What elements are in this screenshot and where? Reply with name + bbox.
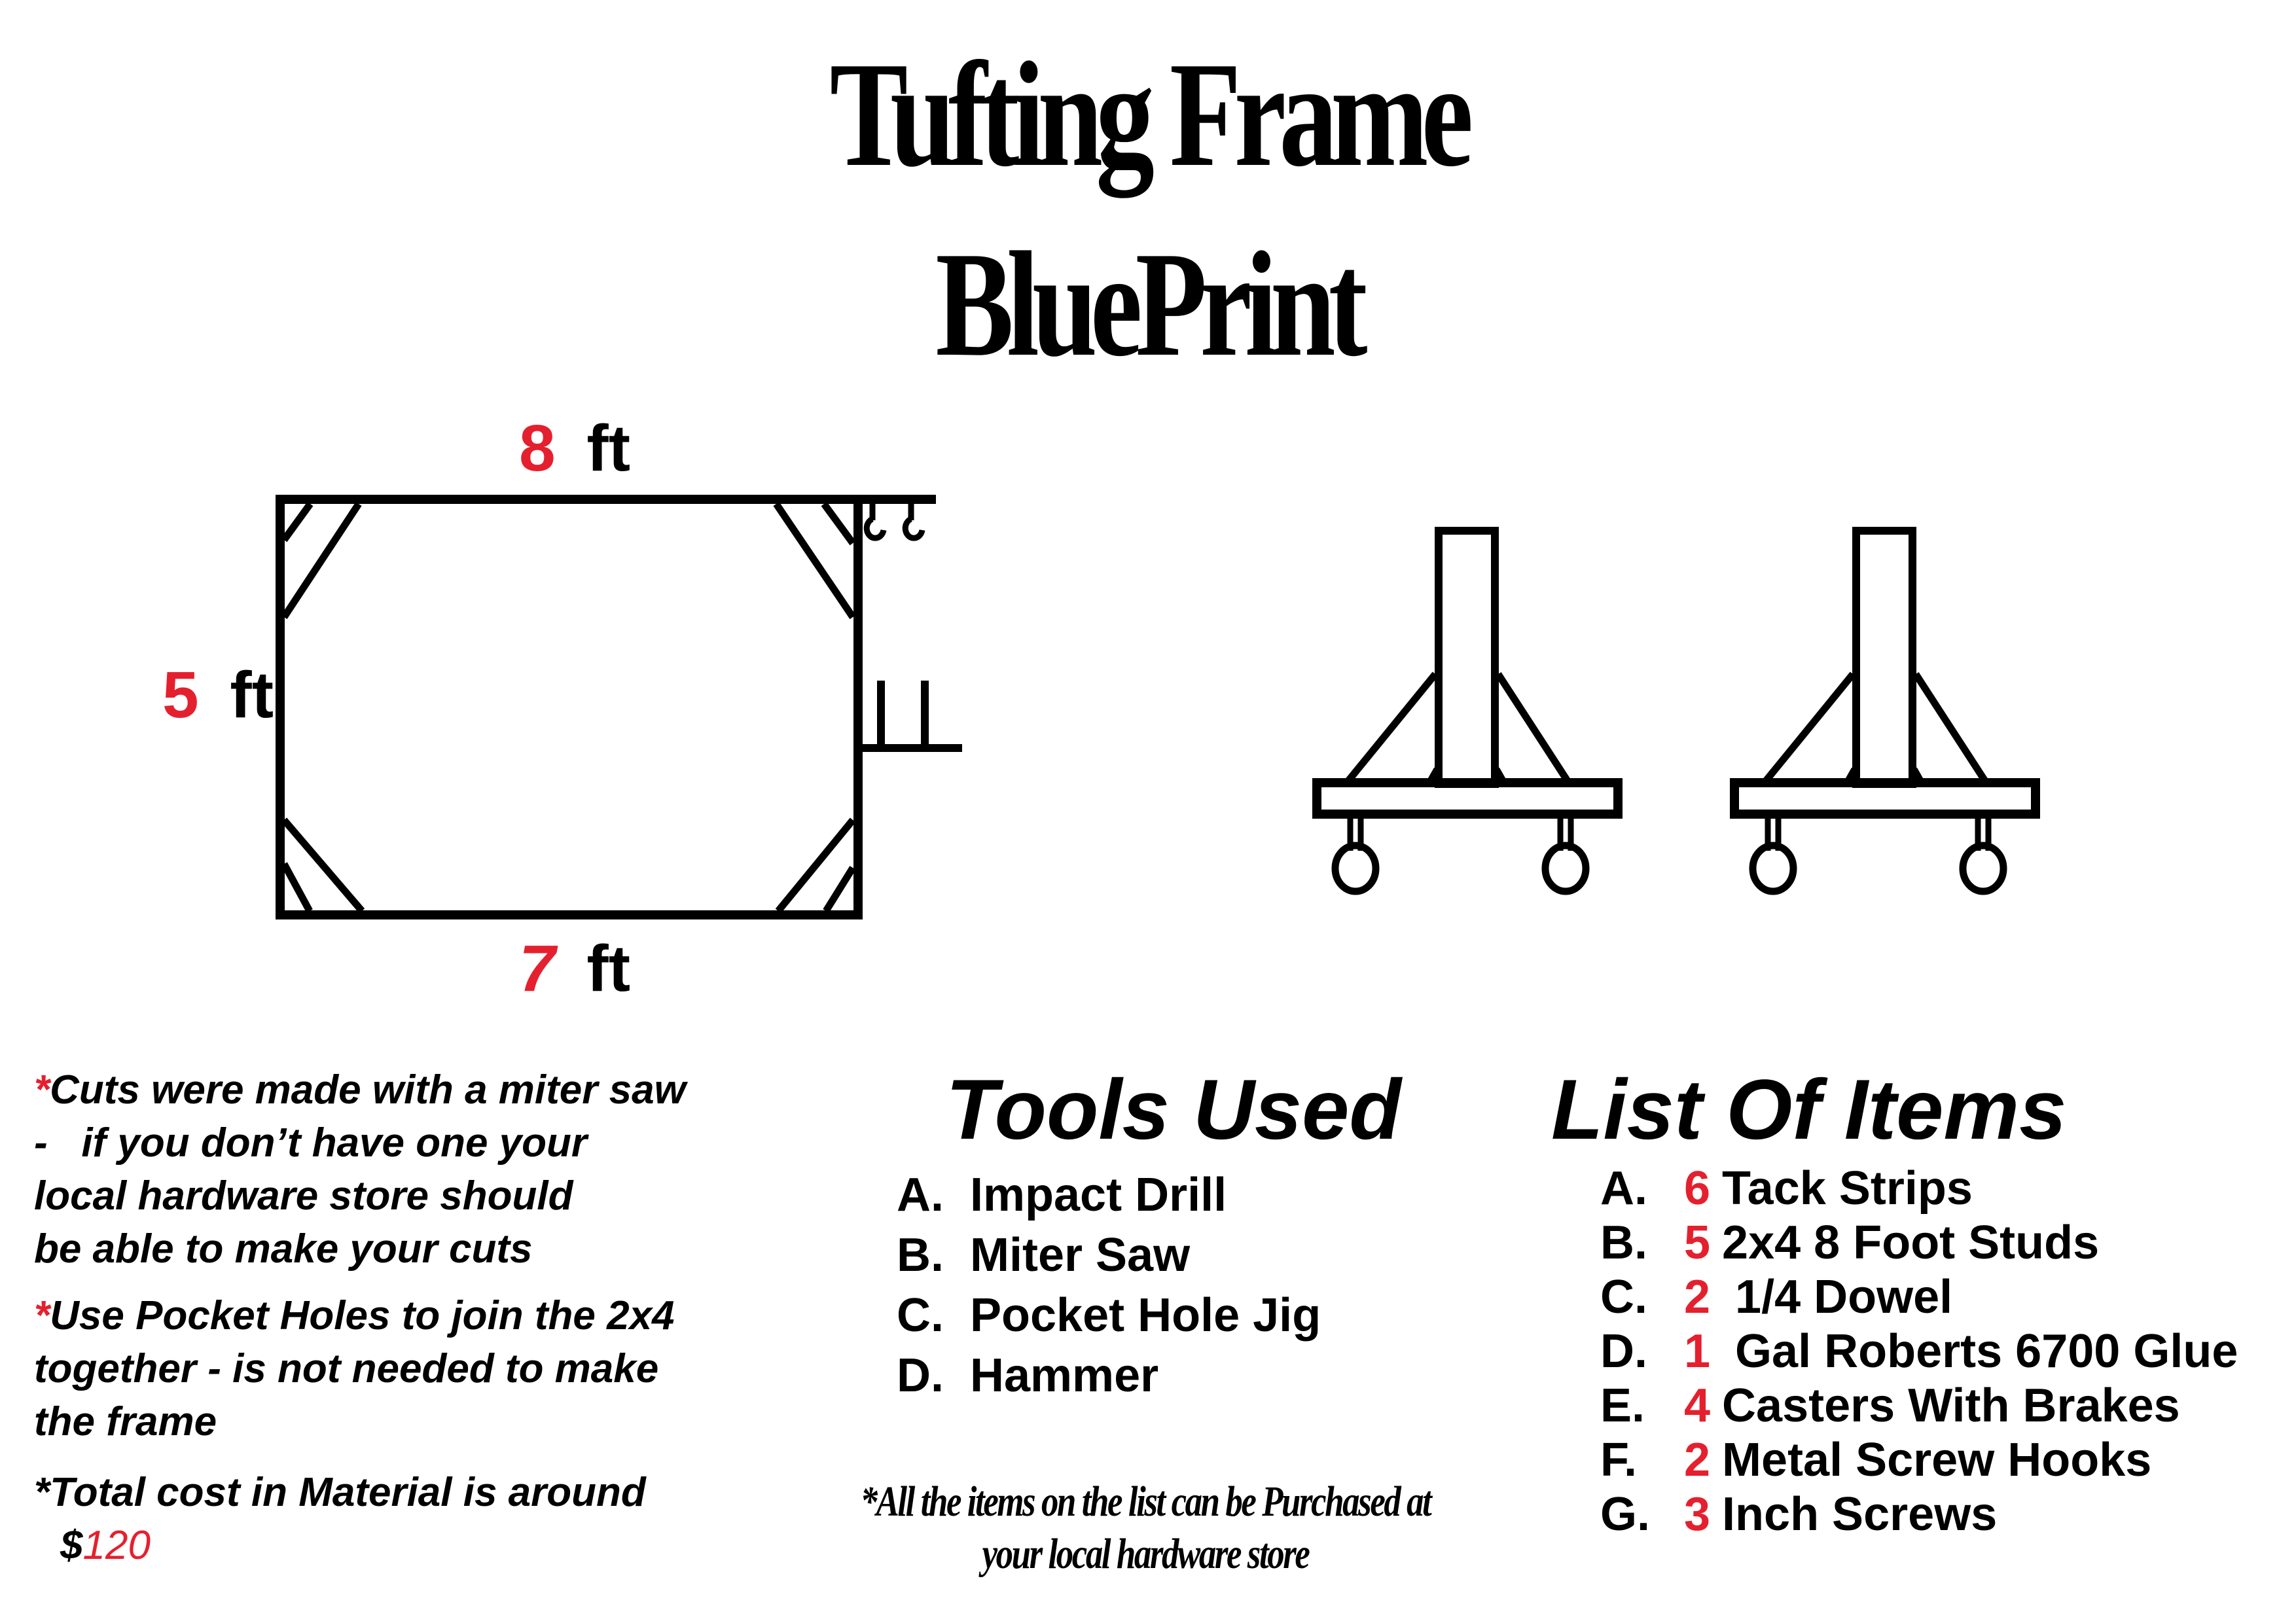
note-pocket-holes: *Use Pocket Holes to join the 2x4 togeth… — [34, 1289, 819, 1448]
stand-left — [1312, 527, 1623, 895]
note-total-cost: *Total cost in Material is around $120 — [34, 1466, 819, 1572]
dowel-shelf-icon — [858, 681, 962, 752]
item-label: 2x4 8 Foot Studs — [1722, 1217, 2100, 1269]
tool-label: Pocket Hole Jig — [970, 1289, 1321, 1342]
corner-brace-icon — [281, 501, 856, 914]
item-letter: C. — [1600, 1271, 1647, 1323]
item-qty: 5 — [1684, 1217, 1711, 1269]
title-line-1: Tufting Frame — [829, 31, 1474, 198]
item-letter: A. — [1600, 1162, 1647, 1215]
title-line-2: BluePrint — [935, 221, 1367, 387]
item-label: Inch Screws — [1722, 1488, 1998, 1541]
diagonal-brace-icon — [1760, 671, 1856, 787]
tool-letter: B. — [897, 1229, 944, 1281]
note-line: together - is not needed to make — [34, 1346, 659, 1391]
diagonal-brace-icon — [1342, 671, 1439, 787]
dimension-side-value: 5 — [162, 658, 199, 732]
frame-rectangle-icon — [276, 495, 936, 919]
note-line: local hardware store should — [34, 1173, 573, 1219]
item-entry: D. 1 Gal Roberts 6700 Glue — [1600, 1325, 2238, 1379]
dimension-bottom: 7 ft — [519, 933, 630, 1005]
footer-line-2: your local hardware store — [982, 1530, 1310, 1578]
footer-line-1: *All the items on the list can be Purcha… — [860, 1478, 1432, 1525]
item-letter: F. — [1600, 1434, 1638, 1486]
stand-base-icon — [1312, 778, 1623, 819]
stand-post-icon — [1852, 527, 1916, 788]
dimension-bottom-unit: ft — [586, 932, 631, 1005]
item-qty: 6 — [1684, 1162, 1711, 1215]
tool-letter: D. — [897, 1349, 944, 1402]
item-qty: 1 — [1684, 1325, 1711, 1378]
item-qty: 3 — [1684, 1488, 1711, 1541]
item-letter: E. — [1600, 1380, 1645, 1432]
item-label: Casters With Brakes — [1722, 1380, 2180, 1432]
stand-right — [1730, 527, 2040, 895]
note-line: Cuts were made with a miter saw — [50, 1067, 686, 1113]
dimension-side: 5 ft — [162, 659, 274, 731]
dimension-side-unit: ft — [230, 658, 274, 732]
note-line: be able to make your cuts — [34, 1226, 533, 1272]
item-label: Metal Screw Hooks — [1722, 1434, 2152, 1486]
item-qty: 2 — [1684, 1271, 1711, 1323]
tool-letter: C. — [897, 1289, 944, 1342]
note-miter-saw: *Cuts were made with a miter saw - if yo… — [34, 1063, 819, 1275]
dimension-top-value: 8 — [519, 412, 556, 485]
item-letter: D. — [1600, 1325, 1647, 1378]
item-letter: B. — [1600, 1217, 1647, 1269]
tool-item: A. Impact Drill — [897, 1165, 1321, 1225]
items-heading: List Of Items — [1551, 1061, 2067, 1157]
tool-item: D. Hammer — [897, 1346, 1321, 1406]
tool-letter: A. — [897, 1169, 944, 1221]
dimension-top-unit: ft — [586, 412, 631, 485]
footer-note: *All the items on the list can be Purcha… — [805, 1476, 1486, 1580]
caster-wheel-icon — [1331, 818, 1590, 895]
note-line: Use Pocket Holes to join the 2x4 — [50, 1293, 675, 1338]
item-letter: G. — [1600, 1488, 1651, 1541]
note-line: - if you don’t have one your — [34, 1120, 588, 1166]
tool-item: C. Pocket Hole Jig — [897, 1285, 1321, 1346]
stand-post-icon — [1435, 527, 1499, 788]
price-value: 120 — [82, 1523, 151, 1568]
tool-label: Impact Drill — [970, 1169, 1227, 1221]
tool-label: Hammer — [970, 1349, 1159, 1402]
tools-heading: Tools Used — [946, 1061, 1401, 1157]
dimension-bottom-value: 7 — [519, 932, 556, 1005]
tool-label: Miter Saw — [970, 1229, 1191, 1281]
item-label: Gal Roberts 6700 Glue — [1722, 1325, 2238, 1378]
caster-wheel-icon — [1749, 818, 2007, 895]
note-marker: * — [34, 1293, 50, 1338]
item-label: Tack Strips — [1722, 1162, 1973, 1215]
item-label: 1/4 Dowel — [1722, 1271, 1953, 1323]
note-marker: * — [34, 1470, 50, 1515]
screw-hook-icon — [863, 504, 925, 541]
note-line: the frame — [34, 1399, 217, 1444]
note-marker: * — [34, 1067, 50, 1113]
note-line: Total cost in Material is around — [50, 1470, 646, 1515]
stand-base-icon — [1730, 778, 2040, 819]
dimension-top: 8 ft — [519, 412, 630, 484]
item-qty: 4 — [1684, 1380, 1711, 1432]
item-entry: C. 2 1/4 Dowel — [1600, 1270, 2238, 1325]
tool-item: B. Miter Saw — [897, 1225, 1321, 1285]
item-qty: 2 — [1684, 1434, 1711, 1486]
tools-list: A. Impact Drill B. Miter Saw C. Pocket Hole… — [897, 1165, 1321, 1406]
price-symbol: $ — [60, 1523, 83, 1568]
